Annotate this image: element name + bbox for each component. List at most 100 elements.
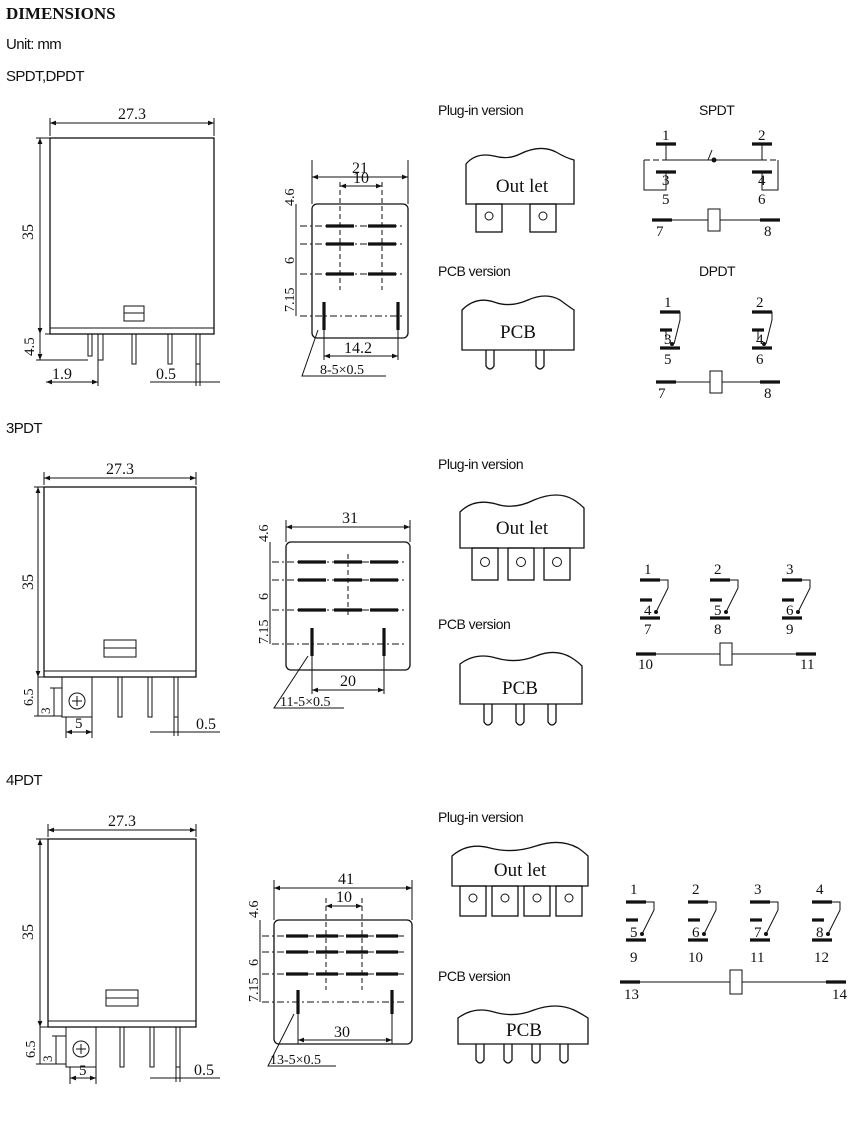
section-label-4pdt: 4PDT	[6, 772, 43, 789]
dim-offset-3: 5	[79, 1063, 87, 1079]
dpdt-pin-6: 6	[756, 352, 764, 368]
plug-in-shape-1: Out let	[465, 147, 575, 233]
dim-small-3: 3	[40, 1056, 55, 1063]
3pdt-pin-7: 7	[644, 622, 652, 638]
fp-span-1: 14.2	[344, 340, 372, 357]
spdt-pin-8: 8	[764, 224, 772, 240]
3pdt-pin-4: 4	[644, 603, 652, 619]
pcb-text-1: PCB	[500, 322, 536, 343]
4pdt-pin-1: 1	[630, 882, 638, 898]
3pdt-pin-5: 5	[714, 603, 722, 619]
4pdt-pin-4: 4	[816, 882, 824, 898]
3pdt-pin-6: 6	[786, 603, 794, 619]
dpdt-pin-7: 7	[658, 386, 666, 402]
plug-in-title-1: Plug-in version	[438, 102, 524, 118]
4pdt-schematic: 1 5 9 2 6 10 3 7 11	[620, 882, 848, 1003]
dim-small-2: 3	[38, 708, 53, 715]
fp-width-3: 41	[338, 871, 354, 888]
outlet-text-3: Out let	[494, 860, 547, 881]
fp-row1-2: 4.6	[257, 525, 272, 543]
spdt-schematic: 1 2 3 4 5 6 7 8	[643, 128, 780, 240]
fp-holes-3: 13-5×0.5	[270, 1053, 321, 1068]
fp-row2-2: 6	[257, 593, 272, 600]
3pdt-pin-9: 9	[786, 622, 794, 638]
dim-bottom-1: 4.5	[22, 337, 38, 356]
4pdt-pin-8: 8	[816, 925, 824, 941]
dim-width-2: 27.3	[106, 461, 134, 478]
dim-height-3: 35	[20, 924, 37, 940]
fp-span-2: 20	[340, 673, 356, 690]
pcb-shape-1: PCB	[461, 295, 575, 370]
fp-row3-2: 7.15	[257, 620, 272, 645]
fp-row3-3: 7.15	[247, 978, 262, 1003]
spdt-title: SPDT	[699, 102, 735, 118]
3pdt-pin-2: 2	[714, 562, 722, 578]
dim-height-2: 35	[20, 574, 37, 590]
fp-row1-3: 4.6	[247, 901, 262, 919]
dim-bottom-2: 6.5	[22, 689, 37, 707]
plug-in-shape-2: Out let	[459, 494, 585, 581]
page-title: DIMENSIONS	[6, 4, 116, 23]
4pdt-pin-2: 2	[692, 882, 700, 898]
fp-holes-2: 11-5×0.5	[280, 695, 331, 710]
pcb-text-2: PCB	[502, 678, 538, 699]
fp-width-2: 31	[342, 510, 358, 527]
3pdt-pin-3: 3	[786, 562, 794, 578]
fp-row2-3: 6	[247, 959, 262, 966]
spdt-pin-1: 1	[662, 128, 670, 144]
pcb-shape-2: PCB	[459, 651, 583, 726]
pcb-shape-3: PCB	[457, 1005, 589, 1064]
fp-row3-1: 7.15	[283, 288, 298, 313]
3pdt-pin-11: 11	[800, 657, 814, 673]
4pdt-pin-7: 7	[754, 925, 762, 941]
dpdt-pin-2: 2	[756, 295, 764, 311]
side-view-2: 27.3 35 6.5 3 5 0.5	[20, 461, 220, 738]
fp-span-3: 30	[334, 1024, 350, 1041]
spdt-pin-5: 5	[662, 192, 670, 208]
dpdt-pin-1: 1	[664, 295, 672, 311]
4pdt-pin-6: 6	[692, 925, 700, 941]
side-view-1: 27.3 35 4.5 1.9 0.5	[20, 106, 220, 386]
section-label-spdt-dpdt: SPDT,DPDT	[6, 68, 85, 85]
3pdt-pin-1: 1	[644, 562, 652, 578]
4pdt-pin-3: 3	[754, 882, 762, 898]
dpdt-schematic: 1 2 3 4 5 6 7 8	[656, 295, 780, 402]
fp-holes-1: 8-5×0.5	[320, 363, 364, 378]
4pdt-pin-14: 14	[832, 987, 848, 1003]
dpdt-pin-4: 4	[756, 332, 764, 348]
4pdt-pin-13: 13	[624, 987, 639, 1003]
fp-inner-1: 10	[353, 170, 369, 187]
dim-pin-width-1: 0.5	[156, 366, 176, 383]
outlet-text-1: Out let	[496, 176, 549, 197]
fp-inner-3: 10	[336, 889, 352, 906]
unit-label: Unit: mm	[6, 36, 62, 53]
dim-pin-width-2: 0.5	[196, 716, 216, 733]
plug-in-shape-3: Out let	[451, 841, 589, 917]
4pdt-pin-11: 11	[750, 950, 764, 966]
pcb-text-3: PCB	[506, 1020, 542, 1041]
dim-pin-width-3: 0.5	[194, 1062, 214, 1079]
pcb-title-1: PCB version	[438, 263, 511, 279]
3pdt-pin-10: 10	[638, 657, 653, 673]
pcb-title-2: PCB version	[438, 616, 511, 632]
4pdt-pin-12: 12	[814, 950, 829, 966]
4pdt-pin-5: 5	[630, 925, 638, 941]
spdt-pin-7: 7	[656, 224, 664, 240]
dim-height-1: 35	[20, 224, 37, 240]
spdt-pin-4: 4	[758, 173, 766, 189]
dpdt-pin-5: 5	[664, 352, 672, 368]
pcb-title-3: PCB version	[438, 968, 511, 984]
dim-width-3: 27.3	[108, 813, 136, 830]
spdt-pin-6: 6	[758, 192, 766, 208]
footprint-2: 31 4.6 6 7.15 20 11-5×0.5	[257, 510, 411, 710]
3pdt-schematic: 1 4 7 2 5 8 3 6 9 10 11	[636, 562, 816, 673]
dpdt-pin-8: 8	[764, 386, 772, 402]
plug-in-title-3: Plug-in version	[438, 809, 524, 825]
section-label-3pdt: 3PDT	[6, 420, 43, 437]
plug-in-title-2: Plug-in version	[438, 456, 524, 472]
fp-row1-1: 4.6	[283, 189, 298, 207]
dim-width-1: 27.3	[118, 106, 146, 123]
fp-width-1: 21	[352, 160, 368, 177]
4pdt-pin-10: 10	[688, 950, 703, 966]
